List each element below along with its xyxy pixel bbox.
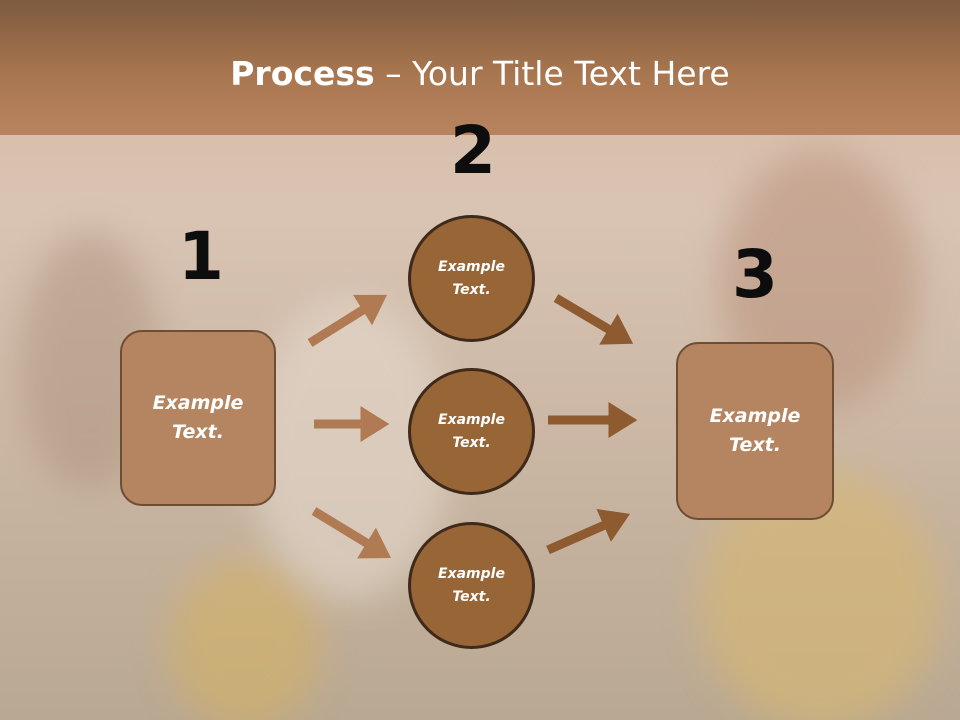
step-number-1: 1 — [178, 218, 224, 295]
arrow-top-to-right — [553, 294, 634, 345]
title-band — [0, 0, 960, 135]
circle-middle-label: Example Text. — [438, 411, 505, 451]
circle-step-bottom: Example Text. — [408, 522, 535, 649]
right-step-box: Example Text. — [676, 342, 834, 520]
step-number-3: 3 — [732, 236, 778, 313]
circle-step-top: Example Text. — [408, 215, 535, 342]
left-step-label: Example Text. — [152, 392, 244, 443]
arrow-left-to-top — [307, 294, 387, 347]
title-bold: Process — [230, 54, 375, 93]
title-rest: – Your Title Text Here — [374, 54, 730, 93]
right-step-label: Example Text. — [709, 405, 801, 456]
circle-bottom-label: Example Text. — [438, 565, 505, 605]
arrow-left-to-bottom — [311, 507, 392, 559]
slide-title: Process – Your Title Text Here — [0, 52, 960, 96]
step-number-2: 2 — [450, 112, 496, 189]
background-photo-blur — [170, 560, 320, 720]
circle-top-label: Example Text. — [438, 258, 505, 298]
arrow-bottom-to-right — [546, 508, 630, 555]
circle-step-middle: Example Text. — [408, 368, 535, 495]
left-step-box: Example Text. — [120, 330, 276, 506]
